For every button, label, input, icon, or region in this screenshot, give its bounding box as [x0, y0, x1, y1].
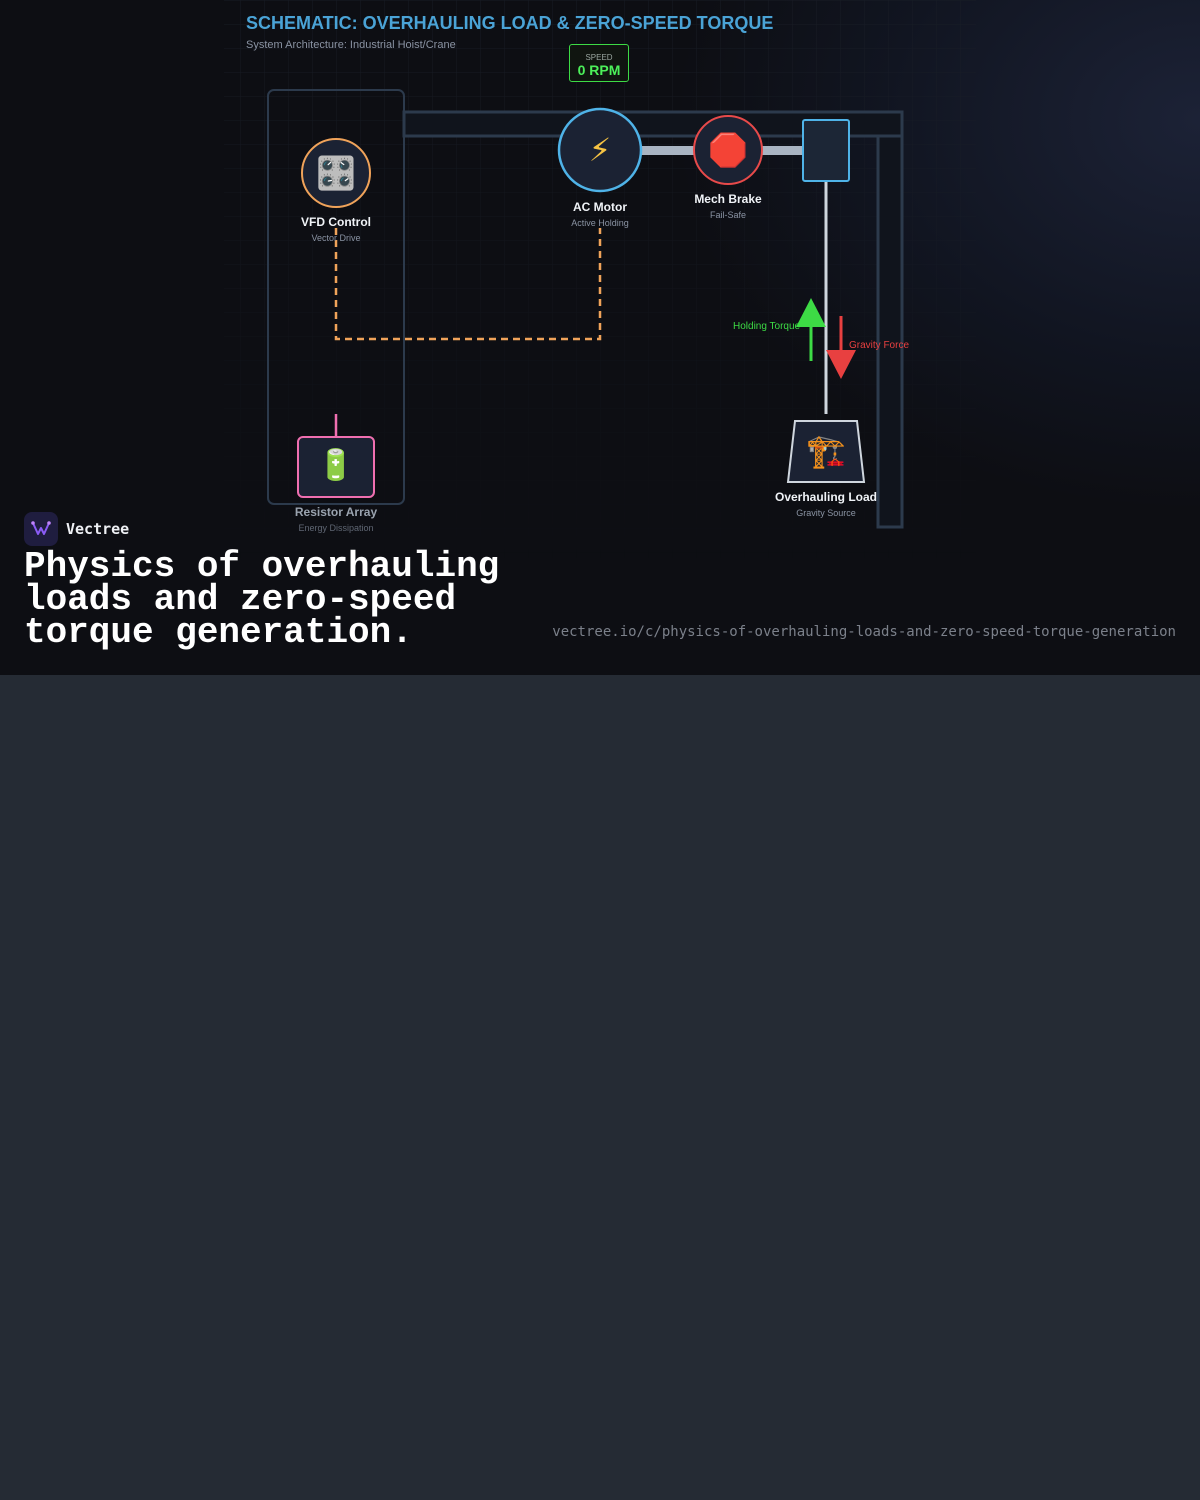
- load-node-frame: [786, 420, 866, 483]
- gravity-force-label: Gravity Force: [849, 340, 910, 351]
- holding-torque-arrow: [796, 298, 826, 361]
- gantry-column: [876, 134, 904, 529]
- resistor-sublabel: Energy Dissipation: [298, 523, 374, 533]
- brand-name: Vectree: [66, 520, 130, 538]
- brand[interactable]: Vectree: [24, 512, 129, 546]
- holding-torque-label: Holding Torque: [733, 321, 801, 332]
- resistor-node-box: [297, 436, 375, 498]
- motor-label: AC Motor: [573, 200, 627, 214]
- battery-icon: 🔋: [317, 448, 355, 483]
- brake-sublabel: Fail-Safe: [709, 210, 746, 220]
- motor-sublabel: Active Holding: [571, 218, 629, 228]
- resistor-label: Resistor Array: [294, 505, 378, 519]
- speed-value: 0 RPM: [577, 62, 621, 78]
- schematic-diagram: [224, 0, 976, 560]
- load-sublabel: Gravity Source: [796, 508, 856, 518]
- crane-icon: 🏗️: [806, 432, 846, 470]
- control-knobs-icon: 🎛️: [316, 154, 356, 192]
- headline: Physics of overhauling loads and zero-sp…: [24, 546, 500, 653]
- vfd-sublabel: Vector Drive: [311, 233, 361, 243]
- page-url[interactable]: vectree.io/c/physics-of-overhauling-load…: [552, 624, 1176, 640]
- lightning-icon: ⚡: [588, 131, 612, 169]
- brake-node-ring: [693, 115, 763, 185]
- drive-cabinet-frame: [267, 89, 405, 505]
- diagram-title: SCHEMATIC: OVERHAULING LOAD & ZERO-SPEED…: [246, 13, 774, 33]
- vfd-node-ring: [301, 138, 371, 208]
- speed-label: SPEED: [585, 53, 613, 62]
- hoist-drum: [802, 119, 850, 182]
- diagram-subtitle: System Architecture: Industrial Hoist/Cr…: [246, 39, 456, 51]
- vfd-label: VFD Control: [301, 215, 371, 229]
- speed-readout: SPEED 0 RPM: [569, 44, 629, 82]
- control-signal-line: [334, 228, 602, 341]
- gravity-force-arrow: [826, 316, 856, 379]
- stop-sign-icon: 🛑: [708, 131, 748, 169]
- brake-label: Mech Brake: [694, 192, 762, 206]
- load-label: Overhauling Load: [774, 490, 877, 504]
- share-card: SCHEMATIC: OVERHAULING LOAD & ZERO-SPEED…: [0, 0, 1200, 675]
- motor-node-ring: [557, 107, 643, 193]
- vectree-logo-icon: [24, 512, 58, 546]
